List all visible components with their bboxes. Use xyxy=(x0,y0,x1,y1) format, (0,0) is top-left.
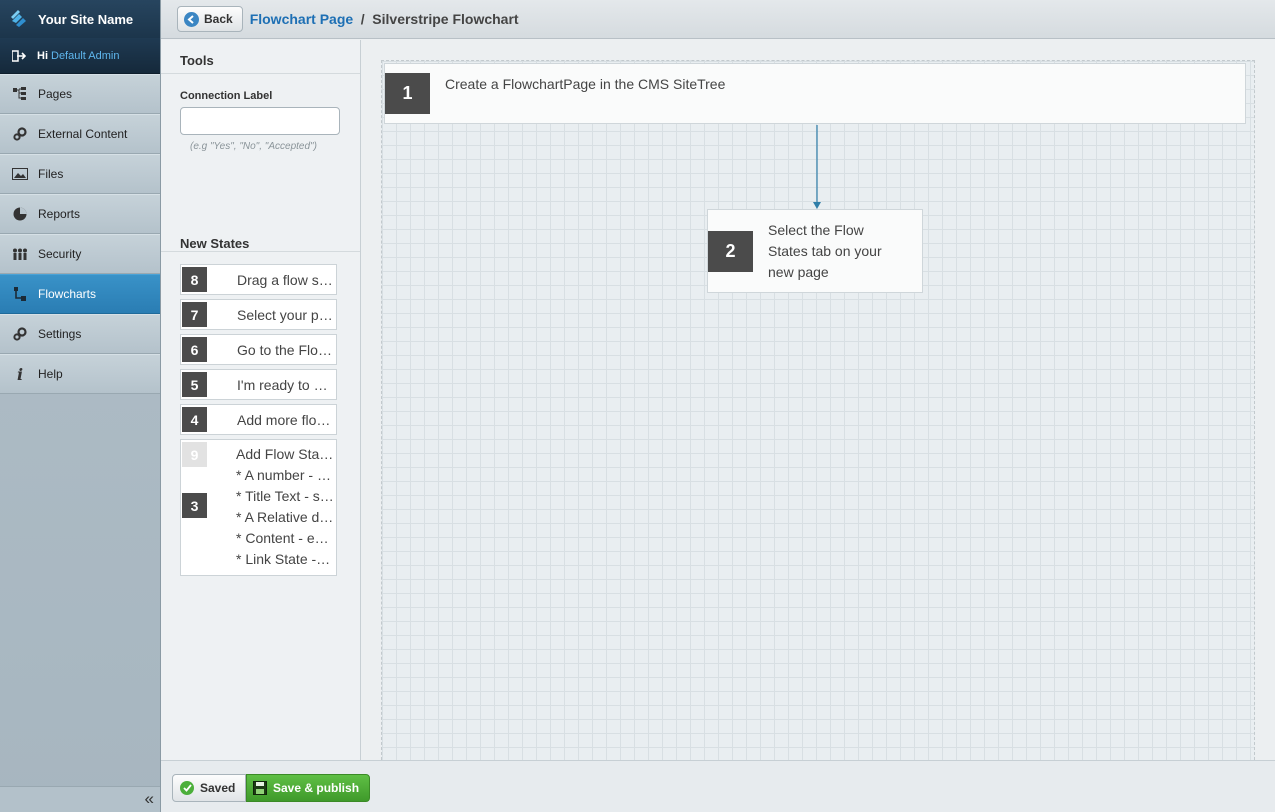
menu-item-security[interactable]: Security xyxy=(0,234,160,274)
logout-icon[interactable] xyxy=(11,49,27,62)
menu-label: Security xyxy=(38,247,82,261)
state-text: Add more flow states xyxy=(237,411,334,428)
silverstripe-logo-icon xyxy=(8,8,30,30)
publish-label: Save & publish xyxy=(273,781,360,795)
breadcrumb-separator: / xyxy=(360,11,365,27)
saved-label: Saved xyxy=(200,781,236,795)
cms-menu: Your Site Name Hi Default Admin Pages Ex… xyxy=(0,0,161,812)
breadcrumb-parent-link[interactable]: Flowchart Page xyxy=(249,11,354,27)
state-number: 5 xyxy=(182,372,207,397)
state-line: * Content - extended xyxy=(236,530,334,546)
node-number: 2 xyxy=(708,230,753,272)
state-line: Add Flow States xyxy=(236,446,334,462)
new-states-heading: New States xyxy=(161,218,360,252)
state-item[interactable]: 7 Select your page xyxy=(180,299,337,330)
menu-label: Settings xyxy=(38,327,82,341)
state-line: * A Relative description xyxy=(236,509,334,525)
saved-button[interactable]: Saved xyxy=(172,774,246,802)
collapse-icon: « xyxy=(144,789,154,808)
user-bar: Hi Default Admin xyxy=(0,38,160,74)
connection-label-input[interactable] xyxy=(180,107,340,135)
state-line: * Link State - optional xyxy=(236,551,334,567)
state-item[interactable]: 4 Add more flow states xyxy=(180,404,337,435)
flowchart-icon xyxy=(12,286,28,302)
tools-heading: Tools xyxy=(161,40,360,74)
floppy-disk-icon xyxy=(253,781,267,795)
breadcrumb: Flowchart Page / Silverstripe Flowchart xyxy=(250,11,519,27)
node-number: 1 xyxy=(385,73,430,114)
flow-state-node[interactable]: 2 Select the Flow States tab on your new… xyxy=(707,209,923,293)
main-menu: Pages External Content Files Reports Sec… xyxy=(0,74,160,394)
state-line: * Title Text - short xyxy=(236,488,334,504)
back-button[interactable]: Back xyxy=(177,6,243,32)
state-item[interactable]: 8 Drag a flow state xyxy=(180,264,337,295)
menu-item-help[interactable]: i Help xyxy=(0,354,160,394)
state-number: 8 xyxy=(182,267,207,292)
state-text: Go to the Flowchart xyxy=(237,341,334,358)
checkmark-icon xyxy=(180,781,194,795)
state-number: 7 xyxy=(182,302,207,327)
menu-item-pages[interactable]: Pages xyxy=(0,74,160,114)
node-text: Create a FlowchartPage in the CMS SiteTr… xyxy=(445,76,726,92)
site-brand[interactable]: Your Site Name xyxy=(0,0,160,38)
state-text: I'm ready to connect xyxy=(237,376,334,393)
page-header: Back Flowchart Page / Silverstripe Flowc… xyxy=(161,0,1275,39)
menu-label: Files xyxy=(38,167,64,181)
state-text: Drag a flow state xyxy=(237,271,334,288)
image-icon xyxy=(12,166,28,182)
state-line: * A number - e.g. 1 xyxy=(236,467,334,483)
collapse-menu-button[interactable]: « xyxy=(0,786,160,812)
menu-label: Help xyxy=(38,367,63,381)
sitetree-icon xyxy=(12,86,28,102)
state-item-expanded[interactable]: 9 3 Add Flow States * A number - e.g. 1 … xyxy=(180,439,337,576)
connection-label-hint: (e.g "Yes", "No", "Accepted") xyxy=(190,141,317,152)
profile-link[interactable]: Default Admin xyxy=(51,49,120,62)
back-arrow-icon xyxy=(184,11,199,27)
flow-state-node[interactable]: 1 Create a FlowchartPage in the CMS Site… xyxy=(384,63,1246,124)
page-title: Silverstripe Flowchart xyxy=(372,11,519,27)
tools-panel: Tools Connection Label (e.g "Yes", "No",… xyxy=(161,40,361,760)
menu-item-files[interactable]: Files xyxy=(0,154,160,194)
info-icon: i xyxy=(16,364,24,384)
node-text: Select the Flow States tab on your new p… xyxy=(768,221,882,280)
pie-chart-icon xyxy=(12,206,28,222)
ghost-state-number: 9 xyxy=(182,442,207,467)
new-states-list: 8 Drag a flow state 7 Select your page 6… xyxy=(180,264,337,576)
state-number: 6 xyxy=(182,337,207,362)
connection-label-title: Connection Label xyxy=(180,90,273,102)
state-text: Select your page xyxy=(237,306,334,323)
connector-arrow xyxy=(813,125,821,209)
site-name: Your Site Name xyxy=(38,11,134,27)
state-item[interactable]: 5 I'm ready to connect xyxy=(180,369,337,400)
menu-label: External Content xyxy=(38,127,128,141)
users-icon xyxy=(12,246,28,262)
state-item[interactable]: 6 Go to the Flowchart xyxy=(180,334,337,365)
menu-item-settings[interactable]: Settings xyxy=(0,314,160,354)
action-bar: Saved Save & publish xyxy=(161,760,1275,812)
state-number: 3 xyxy=(182,493,207,518)
menu-label: Flowcharts xyxy=(38,287,97,301)
state-number: 4 xyxy=(182,407,207,432)
menu-label: Reports xyxy=(38,207,81,221)
menu-item-reports[interactable]: Reports xyxy=(0,194,160,234)
flowchart-canvas[interactable]: 1 Create a FlowchartPage in the CMS Site… xyxy=(381,60,1255,760)
menu-label: Pages xyxy=(38,87,73,101)
state-content: Add Flow States * A number - e.g. 1 * Ti… xyxy=(236,445,334,571)
back-label: Back xyxy=(204,12,233,26)
greeting: Hi xyxy=(37,49,48,62)
menu-item-external-content[interactable]: External Content xyxy=(0,114,160,154)
menu-item-flowcharts[interactable]: Flowcharts xyxy=(0,274,160,314)
gears-icon xyxy=(12,126,28,142)
save-and-publish-button[interactable]: Save & publish xyxy=(246,774,370,802)
gears-icon xyxy=(12,326,28,342)
